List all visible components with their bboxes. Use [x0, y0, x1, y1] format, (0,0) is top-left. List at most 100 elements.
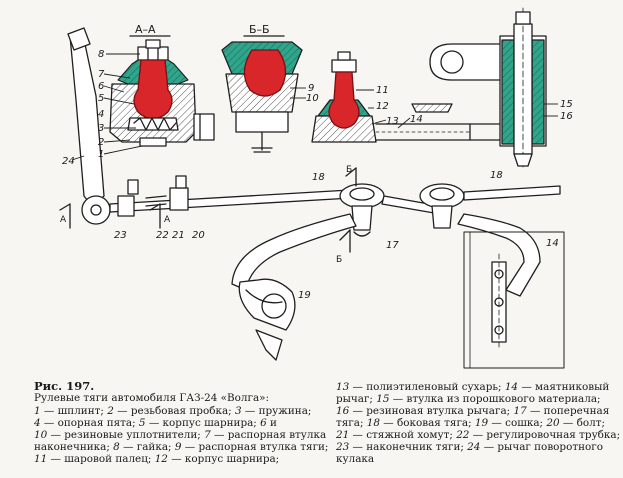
callout-6: 6 — [98, 81, 104, 92]
callout-12: 12 — [376, 101, 389, 112]
legend-text: — распорная втулка тяги; — [181, 441, 329, 453]
legend-number: 17 — [513, 405, 527, 417]
knuckle-arm — [67, 27, 111, 225]
legend-line: 23 — наконечник тяги; 24 — рычаг поворот… — [336, 441, 603, 453]
callout-14-top: 14 — [410, 114, 423, 125]
legend-line: 11 — шаровой палец; 12 — корпус шарнира; — [34, 453, 279, 465]
legend-line: 4 — опорная пята; 5 — корпус шарнира; 6 … — [34, 417, 277, 429]
callout-22: 22 — [156, 230, 169, 241]
legend-number: 15 — [376, 393, 390, 405]
legend-number: 6 — [260, 417, 267, 429]
legend-number: 12 — [154, 453, 168, 465]
callout-10: 10 — [306, 93, 319, 104]
callout-24: 24 — [62, 156, 75, 167]
callout-18-left: 18 — [312, 172, 325, 183]
legend-text: — резиновые уплотнители; — [47, 429, 205, 441]
legend-text: и — [266, 417, 277, 429]
legend-number: 9 — [174, 441, 182, 453]
legend-line: тяга; 18 — боковая тяга; 19 — сошка; 20 … — [336, 417, 605, 429]
legend-text: — пружина; — [241, 405, 312, 417]
legend-text: — шаровой палец; — [47, 453, 155, 465]
callout-8: 8 — [98, 49, 104, 60]
legend-text: — маятниковый — [518, 381, 610, 393]
arrow-b-bottom: Б — [336, 255, 342, 265]
arrow-b-top: Б — [346, 165, 352, 175]
legend-text: — шплинт; — [40, 405, 108, 417]
legend-line: 13 — полиэтиленовый сухарь; 14 — маятник… — [336, 381, 609, 393]
legend-text: — боковая тяга; — [379, 417, 475, 429]
callout-4: 4 — [98, 109, 104, 120]
legend-line: рычаг; 15 — втулка из порошкового матери… — [336, 393, 601, 405]
legend-text: — опорная пята; — [40, 417, 139, 429]
callout-18-right: 18 — [490, 170, 503, 181]
legend-text: — корпус шарнира; — [167, 453, 280, 465]
legend-text: рычаг; — [336, 393, 377, 405]
legend-number: 1 — [34, 405, 41, 417]
callout-2: 2 — [98, 137, 104, 148]
legend-number: 16 — [336, 405, 350, 417]
legend-number: 8 — [113, 441, 120, 453]
legend-number: 13 — [336, 381, 350, 393]
callout-15: 15 — [560, 99, 573, 110]
legend-text: — стяжной хомут; — [349, 429, 457, 441]
pitman-arm — [231, 213, 357, 361]
legend-number: 4 — [34, 417, 41, 429]
legend-number: 10 — [34, 429, 48, 441]
callout-1: 1 — [98, 149, 104, 160]
section-b-label: Б–Б — [249, 23, 270, 36]
arrow-a-left: А — [60, 215, 67, 225]
legend-number: 24 — [467, 441, 481, 453]
legend-text: — резьбовая пробка; — [113, 405, 235, 417]
legend-text: — болт; — [559, 417, 605, 429]
legend-text: тяга; — [336, 417, 367, 429]
legend-number: 3 — [234, 405, 242, 417]
legend-number: 11 — [34, 453, 48, 465]
legend-text: — регулировочная трубка; — [469, 429, 621, 441]
legend-text: кулака — [336, 453, 375, 465]
callout-9: 9 — [308, 83, 314, 94]
legend-text: — полиэтиленовый сухарь; — [349, 381, 505, 393]
legend-number: 7 — [204, 429, 211, 441]
legend-text: — корпус шарнира; — [145, 417, 261, 429]
section-a-a: А–А — [109, 23, 215, 147]
figure-number: Рис. 197. — [34, 379, 95, 393]
pendulum-arm-section — [429, 7, 547, 171]
figure-title: Рулевые тяги автомобиля ГАЗ-24 «Волга»: — [34, 392, 270, 404]
legend-text: — рычаг поворотного — [480, 441, 603, 453]
legend-line: 16 — резиновая втулка рычага; 17 — попер… — [336, 405, 609, 417]
callout-3: 3 — [98, 123, 104, 134]
legend-line: 21 — стяжной хомут; 22 — регулировочная … — [336, 429, 620, 441]
legend-number: 2 — [107, 405, 114, 417]
callout-14-bottom: 14 — [546, 238, 559, 249]
callout-17: 17 — [386, 240, 399, 251]
legend-number: 21 — [336, 429, 350, 441]
legend-text: — поперечная — [526, 405, 610, 417]
legend-text: — резиновая втулка рычага; — [349, 405, 514, 417]
arrow-a-right: А — [164, 215, 171, 225]
legend-text: — гайка; — [119, 441, 175, 453]
cross-rod: Б Б — [336, 165, 561, 265]
legend-text: — наконечник тяги; — [349, 441, 468, 453]
legend-line: 1 — шплинт; 2 — резьбовая пробка; 3 — пр… — [34, 405, 311, 417]
legend-line: кулака — [336, 453, 374, 465]
legend-number: 14 — [504, 381, 519, 393]
legend-text: — сошка; — [488, 417, 547, 429]
section-b-b: Б–Б — [221, 23, 303, 153]
callout-16: 16 — [560, 111, 573, 122]
legend-number: 20 — [546, 417, 560, 429]
legend-number: 18 — [366, 417, 380, 429]
legend-number: 22 — [456, 429, 470, 441]
callout-19: 19 — [298, 290, 311, 301]
legend-text: — распорная втулка — [210, 429, 327, 441]
section-a-label: А–А — [135, 23, 156, 36]
pendulum-arm — [457, 213, 565, 369]
callout-11: 11 — [376, 85, 389, 96]
callout-20: 20 — [192, 230, 205, 241]
legend-number: 5 — [138, 417, 146, 429]
legend-line: наконечника; 8 — гайка; 9 — распорная вт… — [34, 441, 328, 453]
legend-number: 19 — [474, 417, 489, 429]
callout-21: 21 — [172, 230, 185, 241]
legend-number: 23 — [336, 441, 350, 453]
callout-7: 7 — [98, 69, 105, 80]
legend-line: 10 — резиновые уплотнители; 7 — распорна… — [34, 429, 326, 441]
